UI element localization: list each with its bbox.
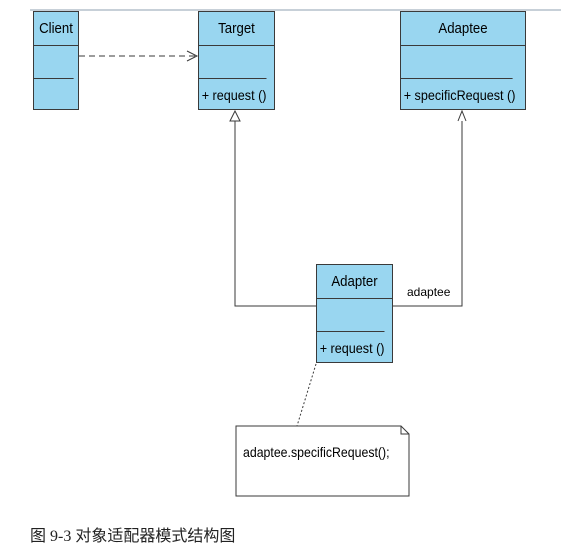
adapter-class-name: Adapter (331, 273, 378, 290)
adaptee-class-name: Adaptee (438, 20, 488, 37)
generalization-adapter-target (229, 109, 316, 307)
adapter-operation: + request () (317, 331, 385, 363)
client-class-name: Client (39, 20, 73, 37)
association-adapter-adaptee (393, 109, 467, 307)
note-shape (235, 425, 410, 497)
figure-caption: 图 9-3 对象适配器模式结构图 (30, 528, 236, 545)
client-attributes-section (34, 45, 78, 78)
adaptee-class: Adaptee + specificRequest () (400, 11, 526, 110)
adaptee-attributes-section (401, 45, 525, 78)
note-connector (296, 363, 317, 427)
association-role-label: adaptee (407, 285, 451, 299)
target-operation: + request () (199, 78, 267, 110)
dependency-client-target (79, 50, 199, 62)
client-class: Client (33, 11, 79, 110)
adapter-class: Adapter + request () (316, 264, 393, 363)
target-attributes-section (199, 45, 274, 78)
client-operations-section (34, 78, 74, 110)
target-class: Target + request () (198, 11, 275, 110)
target-class-name: Target (218, 20, 255, 37)
adapter-attributes-section (317, 298, 392, 331)
note-text: adaptee.specificRequest(); (243, 444, 390, 460)
adaptee-operation: + specificRequest () (401, 78, 515, 110)
